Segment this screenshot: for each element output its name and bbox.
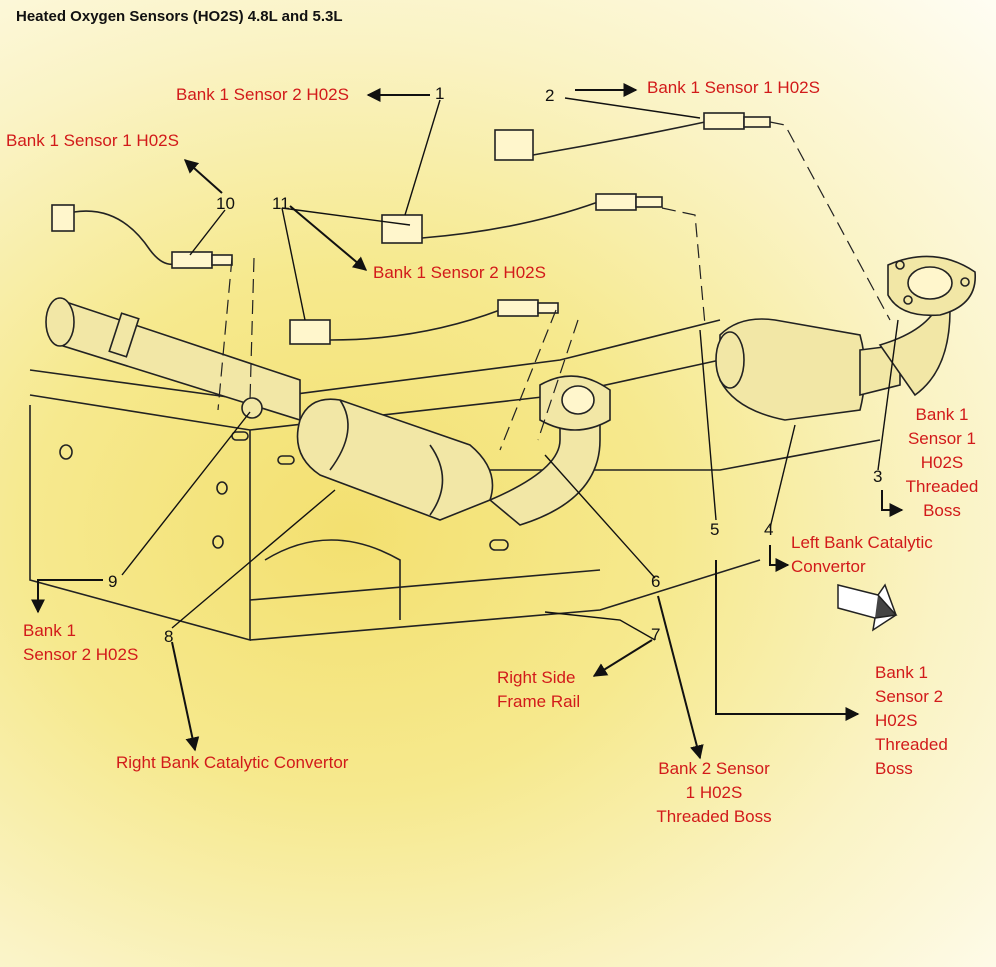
label-bank1-sensor2-threaded-boss: Bank 1 Sensor 2 H02S Threaded Boss [875,661,948,781]
right-bank-catalytic-convertor [45,297,494,521]
label-bank1-sensor1-left: Bank 1 Sensor 1 H02S [6,131,179,150]
label-bank2-sensor1-threaded-boss: Bank 2 Sensor 1 H02S Threaded Boss [644,757,784,829]
label-line: Sensor 2 H02S [23,645,139,664]
direction-arrow-icon [837,583,898,632]
callout-9: 9 [108,572,118,591]
label-line: Bank 1 [915,405,969,424]
label-bank1-sensor1-top: Bank 1 Sensor 1 H02S [647,78,820,97]
oxygen-sensor-11-upper [381,193,663,244]
callout-2: 2 [545,86,555,105]
label-right-side-frame-rail: Right Side Frame Rail [497,666,580,714]
arrows [31,83,904,760]
label-bank1-sensor1-threaded-boss: Bank 1 Sensor 1 H02S Threaded Boss [900,403,984,523]
label-bank1-sensor2-top: Bank 1 Sensor 2 H02S [176,85,349,104]
label-line: H02S [920,453,964,472]
label-line: H02S [875,711,918,730]
label-line: Boss [923,501,961,520]
frame-rail [29,319,881,642]
callout-1: 1 [435,84,445,103]
label-line: Bank 1 [23,621,76,640]
label-bank1-sensor2-mid: Bank 1 Sensor 2 H02S [373,263,546,282]
label-right-bank-catalytic-convertor: Right Bank Catalytic Convertor [116,753,349,772]
callout-10: 10 [216,194,235,213]
callout-7: 7 [651,625,661,644]
oxygen-sensor-10 [51,204,233,269]
label-line: Left Bank Catalytic [791,533,933,552]
callout-8: 8 [164,627,174,646]
callout-5: 5 [710,520,720,539]
left-bank-catalytic-convertor [715,255,976,421]
label-line: Bank 2 Sensor [658,759,770,778]
leader-lines [121,97,899,641]
oxygen-sensor-2 [494,112,771,161]
label-line: Threaded Boss [656,807,772,826]
callout-3: 3 [873,467,883,486]
label-line: Threaded [875,735,948,754]
label-bank1-sensor2-left: Bank 1 Sensor 2 H02S [23,619,138,667]
label-line: Convertor [791,557,866,576]
label-line: Frame Rail [497,692,581,711]
oxygen-sensor-11-lower [289,299,559,345]
label-line: Sensor 1 [907,429,977,448]
callout-4: 4 [764,520,774,539]
callout-6: 6 [651,572,661,591]
label-line: Right Side [497,668,576,687]
alignment-lines [217,121,891,451]
callout-11: 11 [272,194,290,213]
crossover-pipe [488,375,611,526]
label-line: Threaded [905,477,979,496]
label-line: 1 H02S [685,783,743,802]
label-line: Boss [875,759,913,778]
label-line: Bank 1 [875,663,928,682]
label-line: Sensor 2 [875,687,944,706]
label-left-bank-catalytic-convertor: Left Bank Catalytic Convertor [791,531,933,579]
diagram-title: Heated Oxygen Sensors (HO2S) 4.8L and 5.… [16,8,343,25]
